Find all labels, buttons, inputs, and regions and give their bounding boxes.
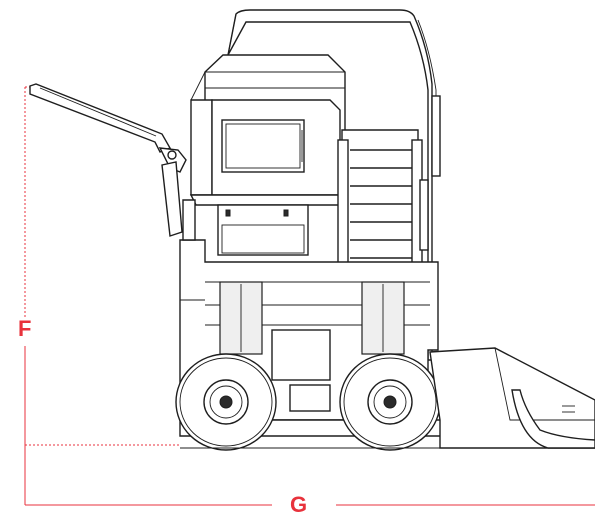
cab-window <box>221 119 305 173</box>
rear-wheel <box>339 353 441 451</box>
height-dimension-label: F <box>15 318 35 340</box>
height-dimension-lines <box>24 86 180 505</box>
access-stairs <box>337 129 429 271</box>
bucket <box>429 347 595 449</box>
operator-cab <box>189 54 347 206</box>
width-dimension-label: G <box>287 494 311 516</box>
stair-steps <box>350 149 412 259</box>
front-wheel <box>175 353 277 451</box>
control-box <box>217 204 309 256</box>
roof-canopy <box>227 9 441 361</box>
boom-arm <box>29 83 187 237</box>
